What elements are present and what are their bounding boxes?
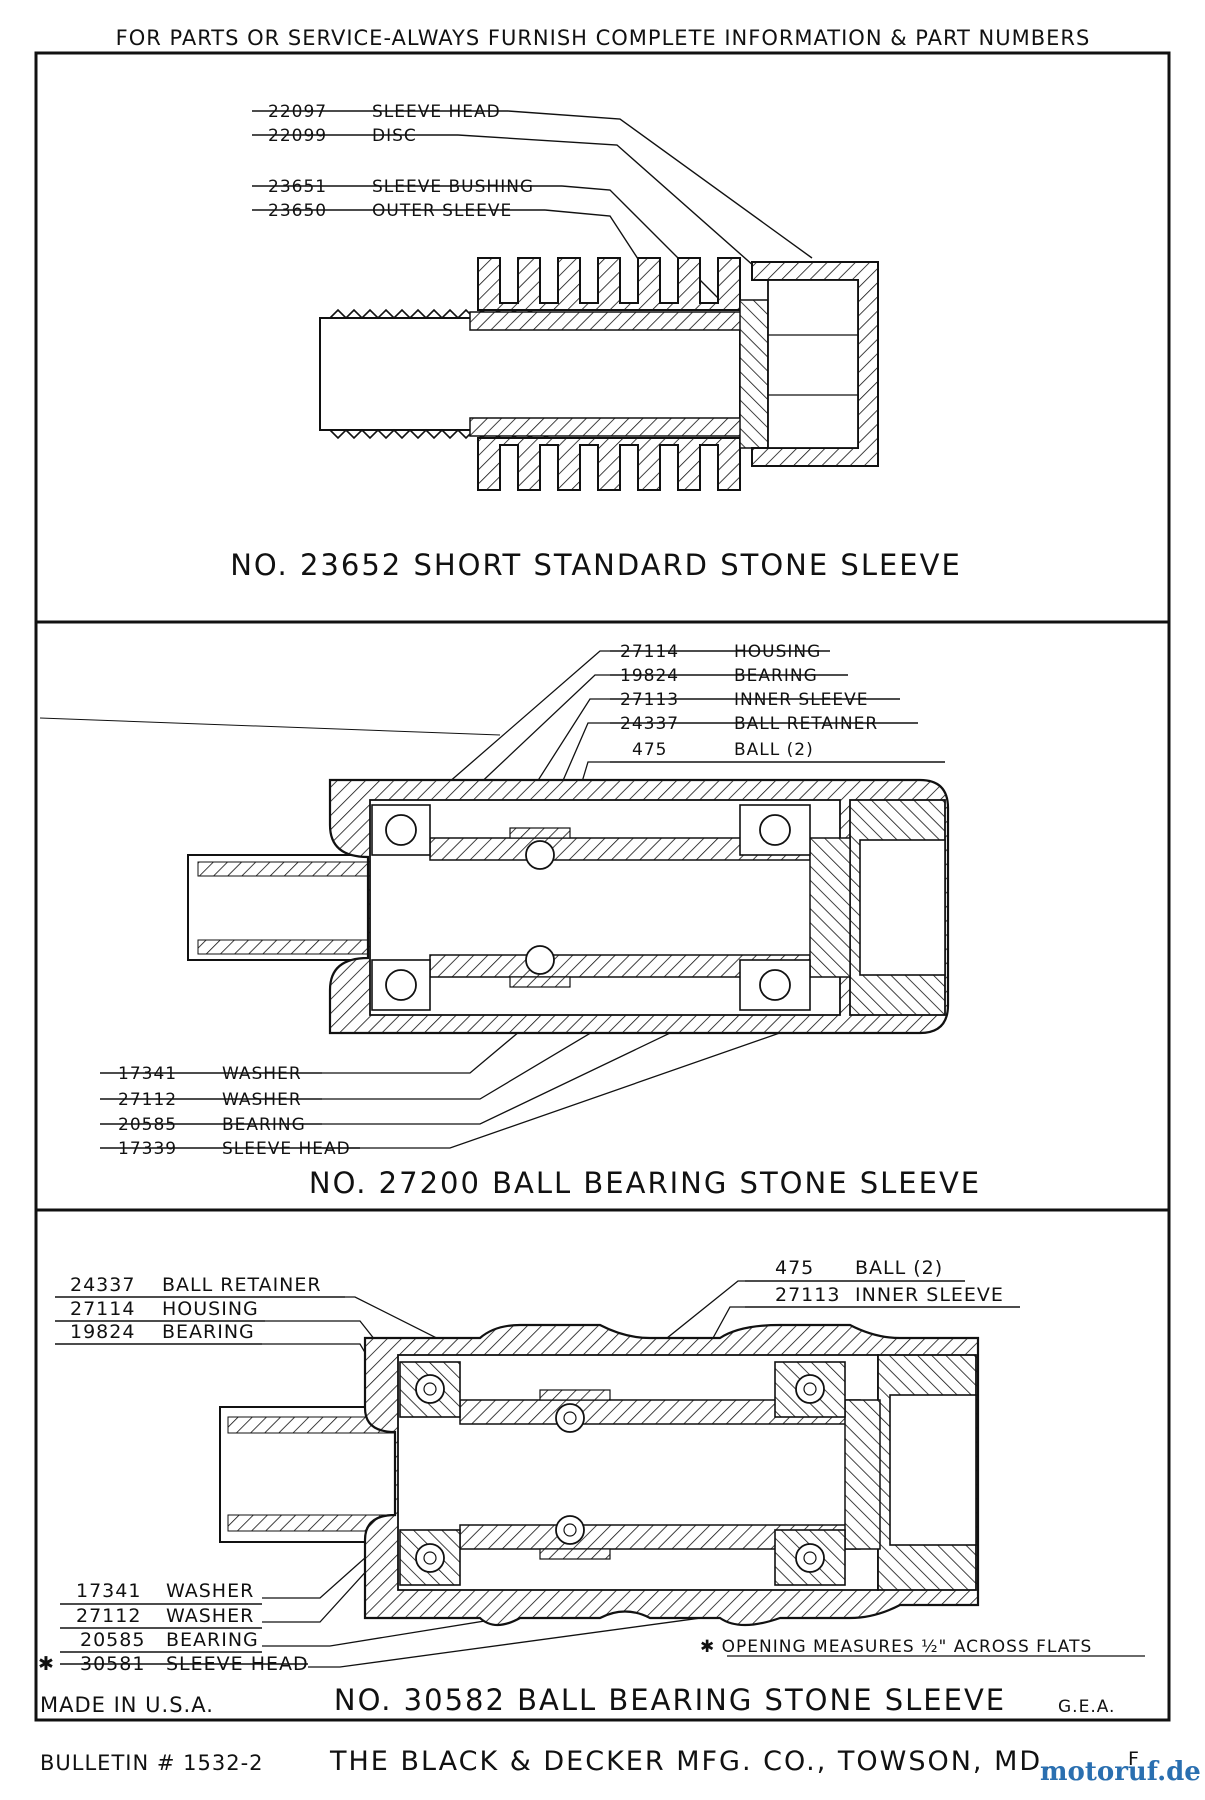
panel1-label-2-part-no: 22099	[268, 126, 327, 146]
panel3-title: NO. 30582 BALL BEARING STONE SLEEVE	[334, 1683, 1006, 1717]
panel2-top-label-5-name: BALL (2)	[734, 740, 814, 760]
panel1-label-4-name: OUTER SLEEVE	[372, 201, 512, 221]
panel3-labels-right-top: 475 BALL (2) 27113 INNER SLEEVE	[745, 1257, 1020, 1308]
outer-frame	[34, 51, 1171, 1722]
panel2-bottom-label-1-part-no: 17341	[118, 1064, 177, 1084]
panel1-title: NO. 23652 SHORT STANDARD STONE SLEEVE	[230, 548, 962, 582]
panel2-top-label-1-part-no: 27114	[620, 642, 679, 662]
panel2-top-label-2-part-no: 19824	[620, 666, 679, 686]
panel2-bottom-label-2-part-no: 27112	[118, 1090, 177, 1110]
panel3-left-top-label-3-part-no: 19824	[70, 1321, 135, 1343]
panel1-sleeve-drawing	[319, 257, 879, 491]
panel2-top-label-4-part-no: 24337	[620, 714, 679, 734]
panel3-left-bottom-label-3-name: BEARING	[166, 1629, 259, 1651]
sheet-letter: F	[1128, 1748, 1140, 1770]
panel3-left-top-label-2-name: HOUSING	[162, 1298, 259, 1320]
panel3-right-top-label-2-name: INNER SLEEVE	[855, 1284, 1004, 1306]
panel3-right-top-label-2-part-no: 27113	[775, 1284, 840, 1306]
panel-27200-ball-bearing-stone-sleeve: 27114 HOUSING 19824 BEARING 27113 INNER …	[39, 642, 981, 1200]
panel2-labels-top: 27114 HOUSING 19824 BEARING 27113 INNER …	[610, 642, 945, 763]
panel3-left-bottom-label-1-name: WASHER	[166, 1580, 254, 1602]
panel2-top-label-4-name: BALL RETAINER	[734, 714, 878, 734]
panel-short-standard-stone-sleeve: 22097 SLEEVE HEAD 22099 DISC 23651 SLEEV…	[230, 102, 962, 582]
panel3-left-top-label-1-part-no: 24337	[70, 1274, 135, 1296]
panel2-bottom-label-2-name: WASHER	[222, 1090, 302, 1110]
panel3-labels-left-top: 24337 BALL RETAINER 27114 HOUSING 19824 …	[55, 1274, 345, 1345]
panel2-title: NO. 27200 BALL BEARING STONE SLEEVE	[309, 1166, 981, 1200]
panel3-right-top-label-1-name: BALL (2)	[855, 1257, 943, 1279]
panel2-top-label-5-part-no: 475	[632, 740, 667, 760]
panel3-left-bottom-label-1-part-no: 17341	[76, 1580, 141, 1602]
panel3-left-top-label-3-name: BEARING	[162, 1321, 255, 1343]
made-in-usa: MADE IN U.S.A.	[40, 1693, 214, 1717]
panel2-top-label-2-name: BEARING	[734, 666, 818, 686]
panel3-left-bottom-label-2-name: WASHER	[166, 1605, 254, 1627]
panel3-left-bottom-label-2-part-no: 27112	[76, 1605, 141, 1627]
panel2-bottom-label-3-name: BEARING	[222, 1115, 306, 1135]
bulletin-number: BULLETIN # 1532-2	[40, 1751, 264, 1775]
panel2-top-label-3-name: INNER SLEEVE	[734, 690, 869, 710]
panel1-labels: 22097 SLEEVE HEAD 22099 DISC 23651 SLEEV…	[252, 102, 562, 221]
company-name: THE BLACK & DECKER MFG. CO., TOWSON, MD.	[329, 1746, 1053, 1777]
panel2-bottom-label-4-name: SLEEVE HEAD	[222, 1139, 351, 1159]
panel3-left-bottom-label-3-part-no: 20585	[80, 1629, 145, 1651]
panel3-labels-left-bottom: 17341 WASHER 27112 WASHER 20585 BEARING …	[38, 1580, 308, 1675]
panel2-bottom-label-3-part-no: 20585	[118, 1115, 177, 1135]
panel3-left-top-label-1-name: BALL RETAINER	[162, 1274, 322, 1296]
panel3-right-top-label-1-part-no: 475	[775, 1257, 814, 1279]
panel3-sleeve-drawing	[219, 1323, 980, 1627]
panel1-label-3-part-no: 23651	[268, 177, 327, 197]
panel1-label-1-name: SLEEVE HEAD	[372, 102, 501, 122]
panel2-labels-bottom: 17341 WASHER 27112 WASHER 20585 BEARING …	[100, 1064, 360, 1159]
panel3-asterisk-icon: ✱	[38, 1653, 55, 1675]
panel1-label-2-name: DISC	[372, 126, 417, 146]
panel2-top-label-3-part-no: 27113	[620, 690, 679, 710]
panel2-sleeve-drawing	[187, 778, 950, 1035]
panel-30582-ball-bearing-stone-sleeve: 24337 BALL RETAINER 27114 HOUSING 19824 …	[38, 1257, 1145, 1717]
panel1-label-4-part-no: 23650	[268, 201, 327, 221]
panel2-top-label-1-name: HOUSING	[734, 642, 821, 662]
header-notice: FOR PARTS OR SERVICE-ALWAYS FURNISH COMP…	[116, 26, 1091, 50]
panel2-bottom-label-4-part-no: 17339	[118, 1139, 177, 1159]
panel2-bottom-label-1-name: WASHER	[222, 1064, 302, 1084]
drafter-initials: G.E.A.	[1058, 1697, 1115, 1717]
panel3-footnote: ✱ OPENING MEASURES ½" ACROSS FLATS	[700, 1637, 1092, 1657]
panel1-label-3-name: SLEEVE BUSHING	[372, 177, 534, 197]
panel3-left-top-label-2-part-no: 27114	[70, 1298, 135, 1320]
watermark-logo: motoruf.de	[1040, 1757, 1201, 1787]
panel1-label-1-part-no: 22097	[268, 102, 327, 122]
